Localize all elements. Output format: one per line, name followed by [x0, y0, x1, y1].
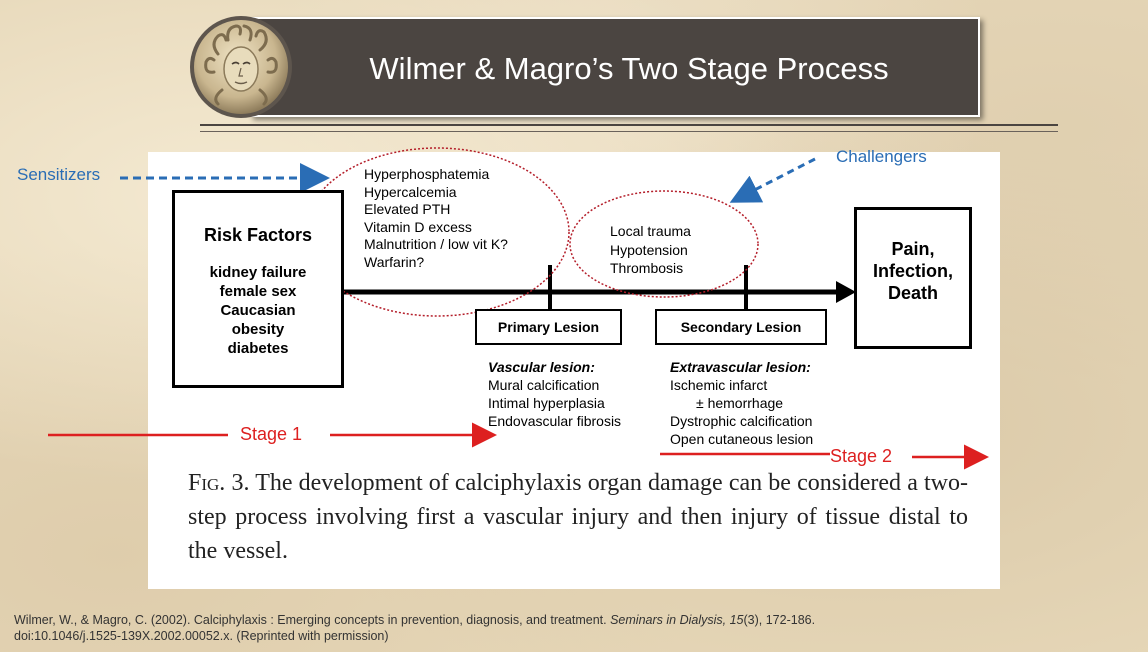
- challengers-list: Local trauma Hypotension Thrombosis: [610, 222, 691, 278]
- outcome-text: Pain, Infection, Death: [857, 238, 969, 304]
- list-item: Hypercalcemia: [364, 183, 457, 200]
- citation-volume: 15: [729, 613, 744, 627]
- stage2-label: Stage 2: [830, 446, 893, 466]
- list-item: Caucasian: [220, 302, 296, 319]
- citation-authors: Wilmer, W., & Magro, C. (2002). Calciphy…: [14, 613, 611, 627]
- list-item: Ischemic infarct: [670, 377, 768, 393]
- list-item: Hyperphosphatemia: [364, 166, 490, 182]
- secondary-lesion-details: Extravascular lesion: Ischemic infarct ±…: [670, 358, 813, 448]
- challengers-arrow: [729, 157, 816, 203]
- primary-lesion-subtitle: Vascular lesion:: [488, 359, 595, 375]
- title-rule: [200, 124, 1058, 126]
- risk-factors-title: Risk Factors: [203, 225, 313, 245]
- slide-title: Wilmer & Magro’s Two Stage Process: [250, 17, 980, 117]
- primary-lesion-details: Vascular lesion: Mural calcification Int…: [488, 358, 621, 430]
- list-item: diabetes: [227, 340, 289, 357]
- citation-journal: Seminars in Dialysis,: [610, 613, 727, 627]
- outcome-line: Infection,: [873, 261, 953, 281]
- risk-factors-list: kidney failure female sex Caucasian obes…: [175, 263, 341, 358]
- risk-factors-box: Risk Factors kidney failure female sex C…: [172, 190, 344, 388]
- sensitizers-label: Sensitizers: [17, 165, 101, 184]
- primary-lesion-title: Primary Lesion: [497, 319, 600, 335]
- list-item: Local trauma: [610, 223, 691, 239]
- sensitizers-list: Hyperphosphatemia Hypercalcemia Elevated…: [364, 166, 508, 271]
- timeline-arrow: [344, 281, 856, 303]
- title-rule-thin: [200, 131, 1058, 132]
- list-item: Thrombosis: [610, 260, 684, 276]
- list-item: kidney failure: [209, 264, 307, 281]
- list-item: Endovascular fibrosis: [488, 413, 622, 429]
- secondary-lesion-subtitle: Extravascular lesion:: [670, 359, 811, 375]
- secondary-lesion-title: Secondary Lesion: [680, 319, 802, 335]
- outcome-line: Pain,: [891, 239, 935, 259]
- challengers-label: Challengers: [836, 147, 927, 166]
- list-item: Mural calcification: [488, 377, 600, 393]
- stage1-label: Stage 1: [240, 424, 303, 444]
- primary-lesion-box: Primary Lesion: [475, 309, 622, 345]
- list-item: Intimal hyperplasia: [488, 395, 605, 411]
- outcome-line: Death: [887, 283, 938, 303]
- citation: Wilmer, W., & Magro, C. (2002). Calciphy…: [14, 612, 1134, 644]
- list-item: Malnutrition / low vit K?: [364, 236, 508, 252]
- list-item: obesity: [231, 321, 285, 338]
- outcome-box: Pain, Infection, Death: [854, 207, 972, 349]
- citation-doi: doi:10.1046/j.1525-139X.2002.00052.x. (R…: [14, 629, 389, 643]
- list-item: Hypotension: [610, 241, 688, 258]
- list-item: Elevated PTH: [364, 201, 451, 217]
- sensitizers-ellipse: [304, 147, 570, 317]
- list-item: Warfarin?: [364, 253, 425, 270]
- citation-pages: (3), 172-186.: [743, 613, 816, 627]
- list-item: female sex: [219, 283, 297, 300]
- list-item: ± hemorrhage: [696, 395, 784, 411]
- list-item: Vitamin D excess: [364, 218, 472, 235]
- list-item: Open cutaneous lesion: [670, 431, 814, 447]
- challengers-ellipse: [569, 190, 759, 298]
- secondary-lesion-box: Secondary Lesion: [655, 309, 827, 345]
- figure-caption: Fig. 3. The development of calciphylaxis…: [188, 466, 968, 568]
- figure-caption-text: The development of calciphylaxis organ d…: [188, 470, 969, 564]
- medusa-medallion-icon: [190, 16, 292, 118]
- list-item: Dystrophic calcification: [670, 413, 813, 429]
- figure-label: Fig. 3.: [188, 470, 250, 496]
